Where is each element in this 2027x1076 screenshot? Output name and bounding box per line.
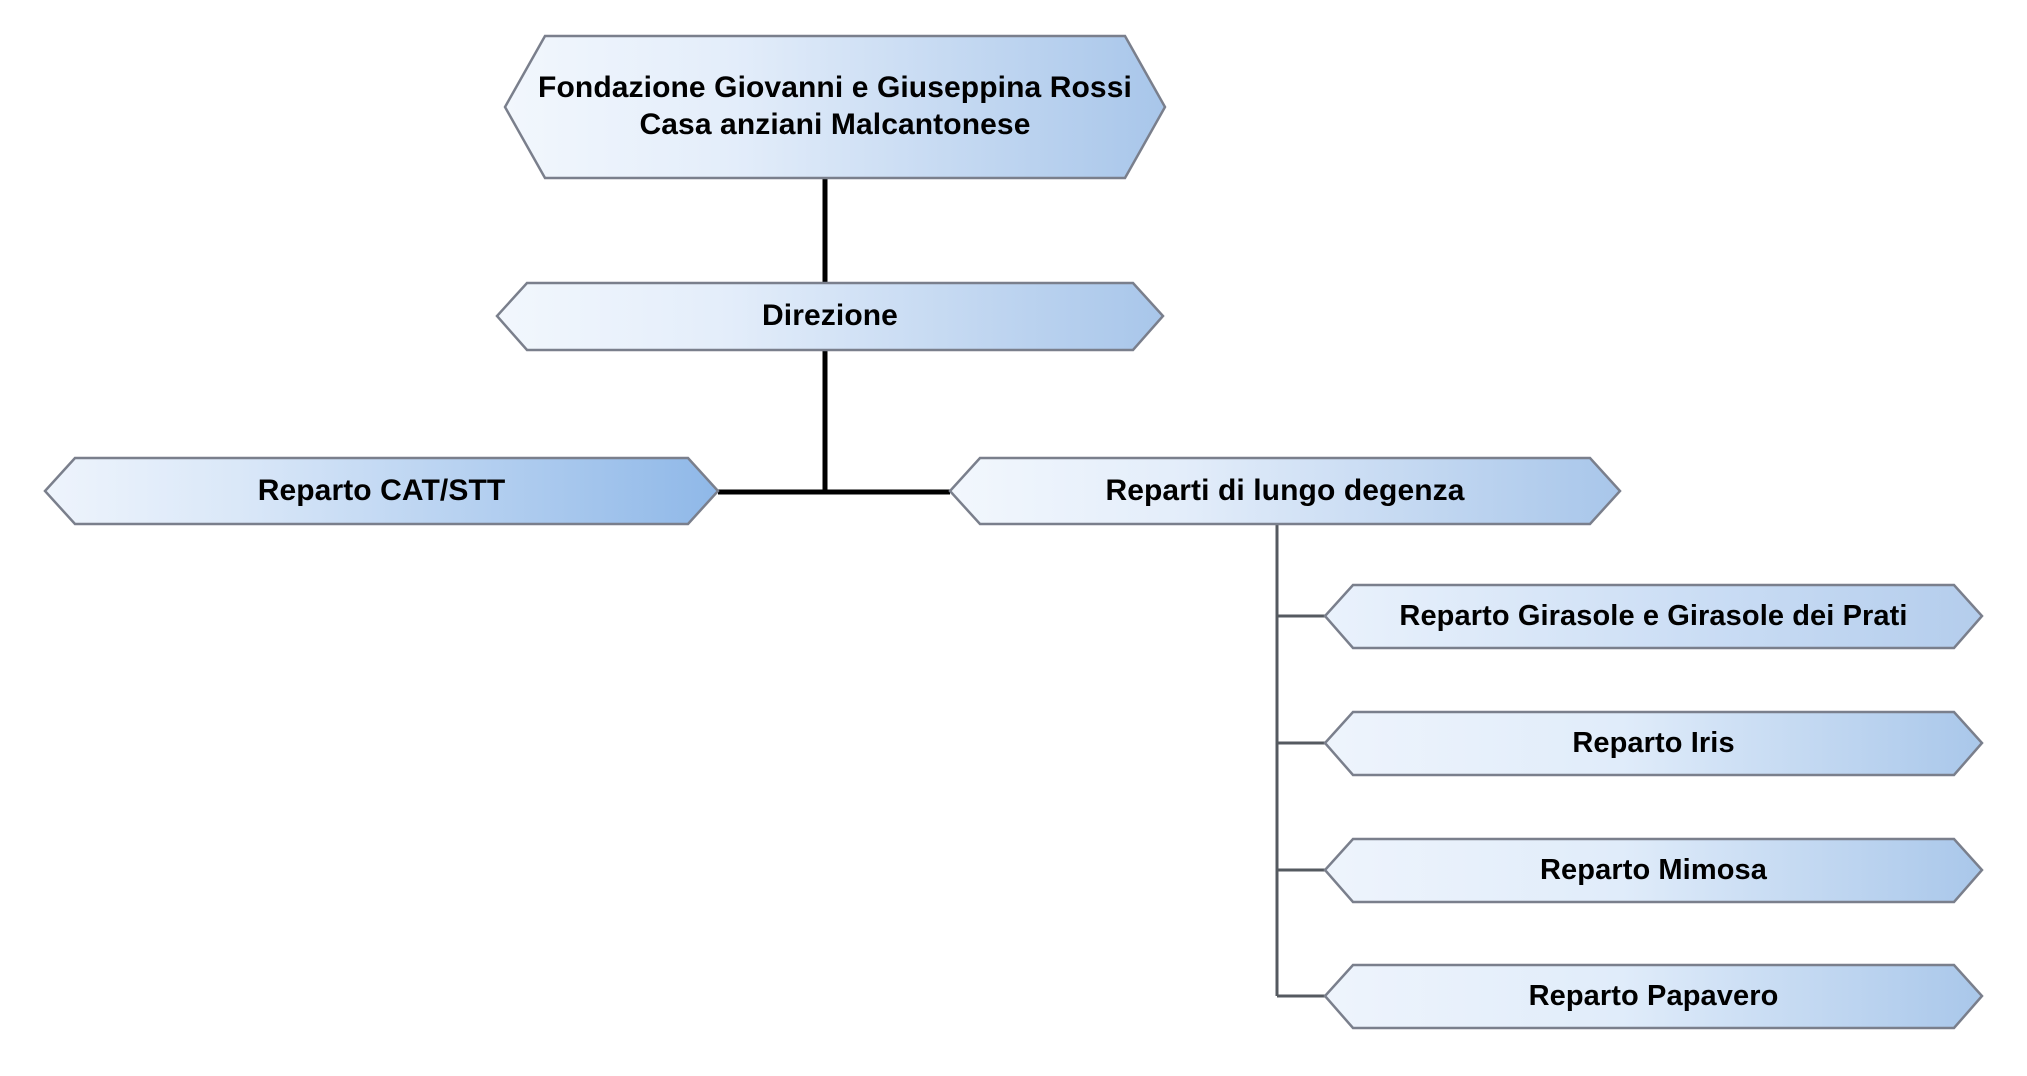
node-shape-child-2[interactable] xyxy=(1323,710,1984,777)
node-shape-reparti-lungo-degenza[interactable] xyxy=(948,456,1622,526)
node-shape-child-1[interactable] xyxy=(1323,583,1984,650)
node-shape-child-4[interactable] xyxy=(1323,963,1984,1030)
node-shape-direzione[interactable] xyxy=(495,281,1165,352)
node-shape-child-3[interactable] xyxy=(1323,837,1984,904)
node-shape-reparto-cat-stt[interactable] xyxy=(43,456,720,526)
node-shape-root[interactable] xyxy=(503,34,1167,180)
